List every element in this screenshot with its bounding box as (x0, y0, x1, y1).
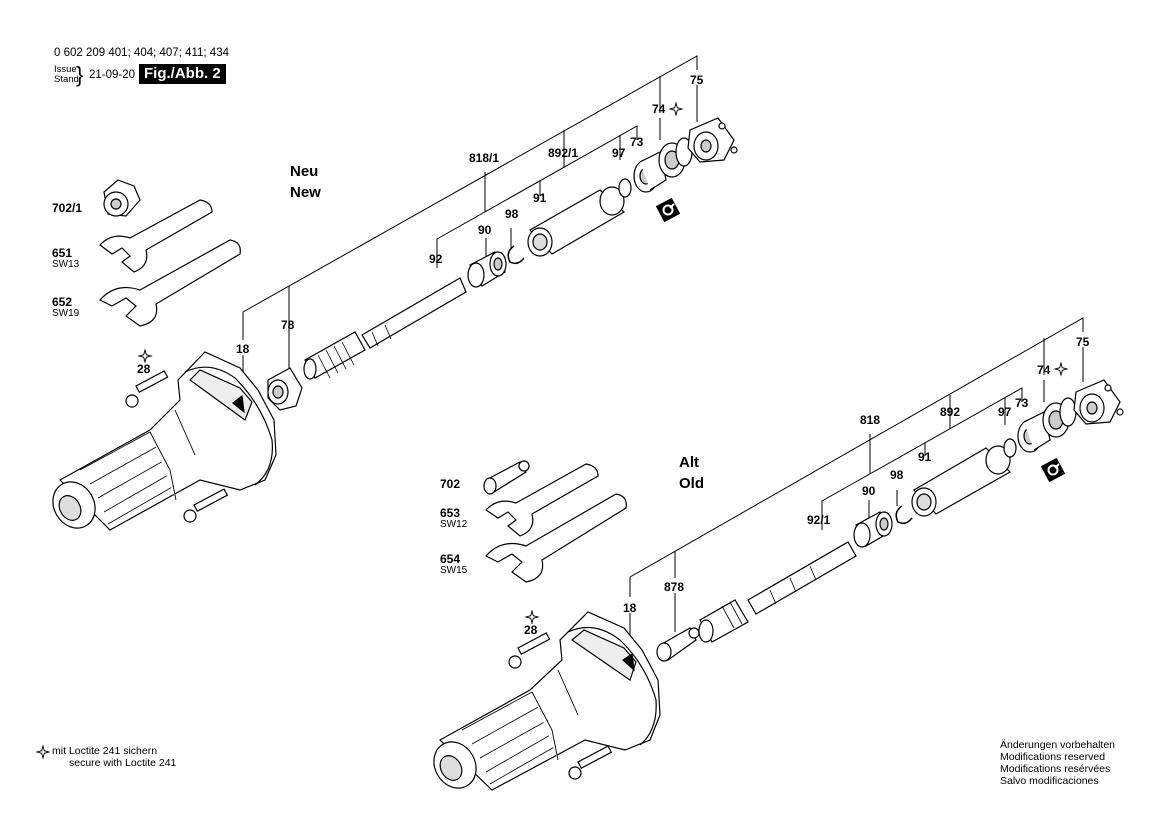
new-leader-lines (242, 55, 698, 378)
circlip-98-old (895, 505, 913, 525)
label-sw12: SW12 (440, 519, 468, 530)
label-92-1-old: 92/1 (807, 513, 831, 527)
screw-28-new-top (125, 370, 169, 408)
collet-878-old (656, 627, 700, 662)
label-90-old: 90 (862, 484, 876, 498)
grease-symbol-icon-old (1039, 456, 1067, 484)
label-18-new: 18 (236, 342, 250, 356)
ring-97-new (618, 178, 632, 198)
loctite-star-icon-old-28 (525, 610, 539, 624)
label-91-old: 91 (918, 450, 932, 464)
label-98-new: 98 (505, 207, 519, 221)
label-654: 654 (440, 552, 461, 566)
label-78-new: 78 (281, 318, 295, 332)
label-818-1-new: 818/1 (469, 151, 500, 165)
wrench-651 (99, 199, 213, 273)
wrench-652 (99, 239, 241, 327)
spindle-92-1-old (698, 541, 857, 643)
bearing-73-old (1017, 411, 1051, 453)
label-sw13: SW13 (52, 259, 80, 270)
label-653: 653 (440, 506, 461, 520)
legend-line-en: secure with Loctite 241 (69, 757, 177, 769)
circlip-98-new (507, 245, 525, 265)
label-702: 702 (440, 477, 461, 491)
loctite-star-icon-new-74 (669, 102, 683, 116)
modifications-note: Änderungen vorbehalten Modifications res… (1000, 739, 1115, 787)
label-892-old: 892 (940, 405, 961, 419)
section-title-new-de: Neu (290, 163, 319, 180)
screw-28-old-bottom (568, 745, 613, 780)
grease-symbol-icon-new (654, 196, 682, 224)
old-parts (433, 379, 1124, 791)
spindle-92-new (303, 277, 467, 380)
legend-line-de: mit Loctite 241 sichern (52, 745, 158, 757)
brace-icon: } (76, 62, 84, 87)
flange-75-old (1073, 379, 1124, 425)
bearing-90-new (467, 251, 507, 288)
label-74-old: 74 (1037, 363, 1051, 377)
label-702-1: 702/1 (52, 201, 83, 215)
label-878-old: 878 (664, 580, 685, 594)
label-75-old: 75 (1076, 335, 1090, 349)
sleeve-91-old (911, 445, 1011, 517)
label-73-old: 73 (1015, 396, 1029, 410)
stand-label: Stand (54, 74, 79, 85)
label-97-old: 97 (998, 405, 1012, 419)
label-sw15: SW15 (440, 565, 468, 576)
screw-28-old-top (508, 632, 551, 669)
figure-badge: Fig./Abb. 2 (139, 64, 226, 84)
sleeve-91-new (527, 186, 626, 257)
collet-702 (483, 460, 530, 495)
label-75-new: 75 (690, 73, 704, 87)
loctite-legend: mit Loctite 241 sichern secure with Loct… (36, 745, 176, 769)
label-97-new: 97 (612, 146, 626, 160)
label-28-old: 28 (524, 623, 538, 637)
loctite-star-icon-old-74 (1054, 362, 1068, 376)
issue-date: 21-09-20 (89, 69, 136, 81)
modifications-de: Änderungen vorbehalten (1000, 739, 1116, 751)
wrench-654 (485, 493, 627, 583)
section-title-new-en: New (290, 184, 321, 201)
label-98-old: 98 (890, 468, 904, 482)
section-title-old: Alt Old (679, 452, 704, 494)
bearing-74-old (1042, 397, 1077, 438)
part-numbers: 0 602 209 401; 404; 407; 411; 434 (54, 47, 229, 59)
issue-label: Issue (54, 64, 77, 75)
collet-702-1 (103, 179, 141, 217)
screw-28-new-bottom (183, 488, 229, 523)
label-892-1-new: 892/1 (548, 146, 579, 160)
grinder-body-old (433, 611, 661, 791)
modifications-es: Salvo modificaciones (1000, 775, 1099, 787)
issue-stand-label: Issue Stand (54, 65, 79, 85)
flange-75-new (687, 117, 738, 163)
label-90-new: 90 (478, 223, 492, 237)
label-73-new: 73 (630, 135, 644, 149)
section-title-old-en: Old (679, 475, 704, 492)
label-sw19: SW19 (52, 308, 80, 319)
label-28-new: 28 (137, 362, 151, 376)
bearing-90-old (853, 511, 893, 548)
label-74-new: 74 (652, 102, 666, 116)
old-leader-lines (629, 317, 1084, 638)
modifications-en: Modifications reserved (1000, 751, 1106, 763)
label-92-new: 92 (429, 252, 443, 266)
collet-nut-78-new (267, 367, 303, 411)
ring-97-old (1003, 438, 1017, 458)
grinder-body-new (52, 351, 277, 531)
label-652: 652 (52, 295, 73, 309)
modifications-fr: Modifications resérvées (1000, 763, 1111, 775)
label-651: 651 (52, 246, 73, 260)
loctite-star-icon-new-28 (138, 349, 152, 363)
bearing-74-new (658, 137, 693, 178)
label-91-new: 91 (533, 191, 547, 205)
new-parts (52, 117, 738, 531)
wrench-653 (485, 463, 599, 537)
section-title-new: Neu New (290, 161, 321, 203)
label-18-old: 18 (623, 601, 637, 615)
label-818-old: 818 (860, 413, 881, 427)
section-title-old-de: Alt (679, 454, 699, 471)
